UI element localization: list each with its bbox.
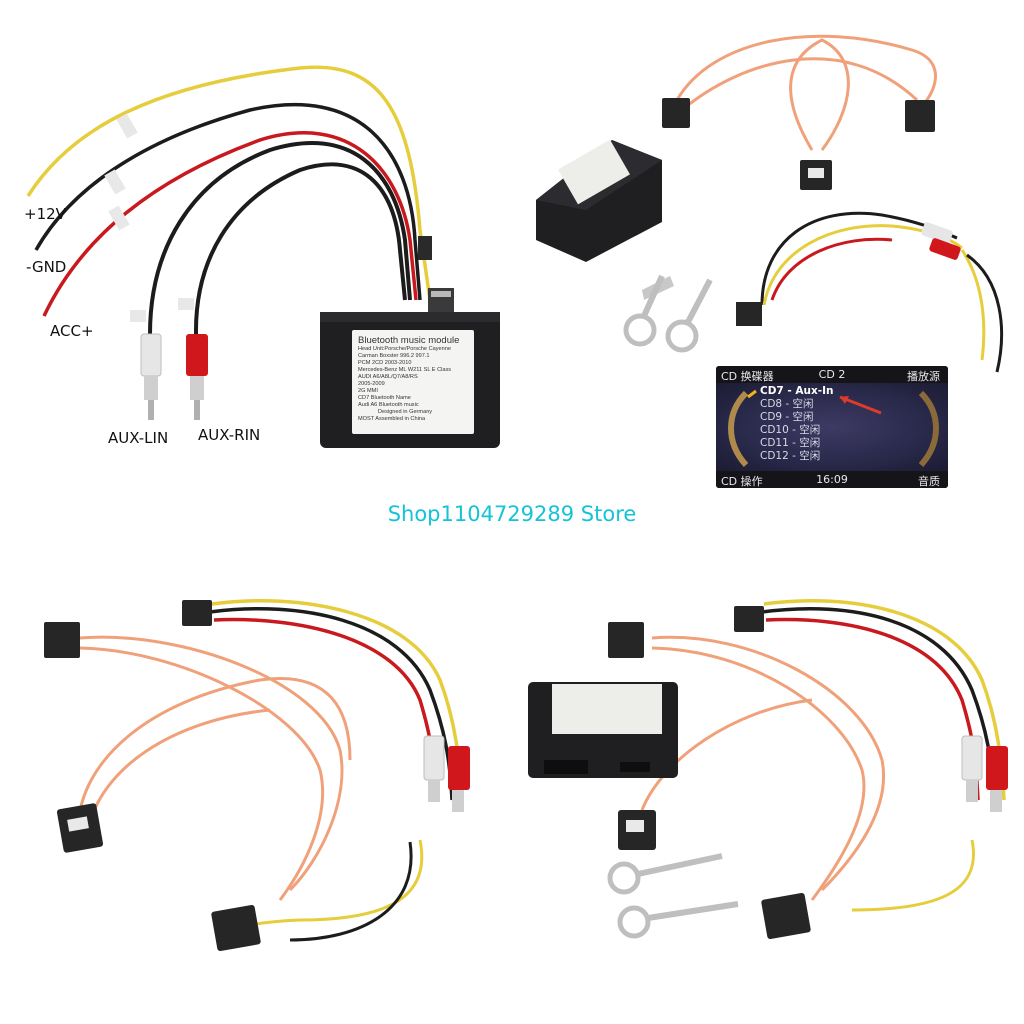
cd-list-item: CD11 - 空闲 xyxy=(760,437,821,449)
harness-right-illustration xyxy=(528,598,1008,940)
screen-ring xyxy=(728,389,939,468)
module-sticker-line: 2G MMI xyxy=(358,388,378,394)
panel-package-contents: CD 换碟器 CD 2 播放源 CD7 - Aux-In CD8 - 空闲 CD… xyxy=(512,0,1024,500)
cd-list-item-selected: CD7 - Aux-In xyxy=(760,385,834,397)
module-sticker: Bluetooth music module Head Unit:Porsche… xyxy=(352,330,474,434)
label-acc: ACC+ xyxy=(50,322,94,340)
module-sticker-line: Audi A6 Bluetooth music xyxy=(358,402,419,408)
screen-bottom-left: CD 操作 xyxy=(721,475,763,488)
label-aux-rin: AUX-RIN xyxy=(198,426,261,444)
module-sticker-line: CD7 Bluetooth Name xyxy=(358,395,411,401)
screen-top-center: CD 2 xyxy=(818,368,846,381)
screen-top-left: CD 换碟器 xyxy=(721,370,774,383)
module-sticker-line: AUDI A6/A8L/Q7/A8/RS xyxy=(358,374,418,380)
cd-list-item: CD10 - 空闲 xyxy=(760,424,821,436)
package-contents-illustration xyxy=(536,34,1003,373)
cd-list-item: CD12 - 空闲 xyxy=(760,450,821,462)
cd-list: CD7 - Aux-In CD8 - 空闲 CD9 - 空闲 CD10 - 空闲… xyxy=(760,385,834,463)
screen-bottom-right: 音质 xyxy=(918,475,940,488)
panel-harness-left xyxy=(0,560,512,1024)
panel-harness-right xyxy=(512,560,1024,1024)
module-sticker-line: Head Unit:Porsche/Porsche Cayenne xyxy=(358,346,451,352)
module-sticker-line: PCM 2CD 2003-2010 xyxy=(358,360,412,366)
label-gnd: -GND xyxy=(26,258,67,276)
label-plus12v: +12V xyxy=(24,205,66,223)
panel-module-wiring: +12V -GND ACC+ AUX-LIN AUX-RIN Bluetooth… xyxy=(0,0,512,500)
cd-list-item: CD8 - 空闲 xyxy=(760,398,814,410)
screen-bottom-time: 16:09 xyxy=(816,473,848,486)
cd-list-item: CD9 - 空闲 xyxy=(760,411,814,423)
store-name: Shop1104729289 Store xyxy=(387,502,637,526)
screen-top-bar: CD 换碟器 CD 2 播放源 xyxy=(716,366,948,383)
head-unit-screen: CD 换碟器 CD 2 播放源 CD7 - Aux-In CD8 - 空闲 CD… xyxy=(716,366,948,488)
module-sticker-line: MOST Assembled in China xyxy=(358,416,426,422)
screen-bottom-bar: CD 操作 16:09 音质 xyxy=(716,471,948,488)
label-aux-lin: AUX-LIN xyxy=(108,429,169,447)
module-sticker-line: 2005-2009 xyxy=(358,381,385,387)
module-sticker-line: Designed in Germany xyxy=(378,409,433,415)
module-sticker-line: Carman Boxster 996.2 997.1 xyxy=(358,353,430,359)
screen-top-right: 播放源 xyxy=(907,370,940,383)
harness-left-illustration xyxy=(44,598,470,952)
module-sticker-title: Bluetooth music module xyxy=(358,335,460,346)
module-sticker-line: Mercedes-Benz ML W211 SL E Class xyxy=(358,367,452,373)
screen-body: CD7 - Aux-In CD8 - 空闲 CD9 - 空闲 CD10 - 空闲… xyxy=(716,383,948,471)
